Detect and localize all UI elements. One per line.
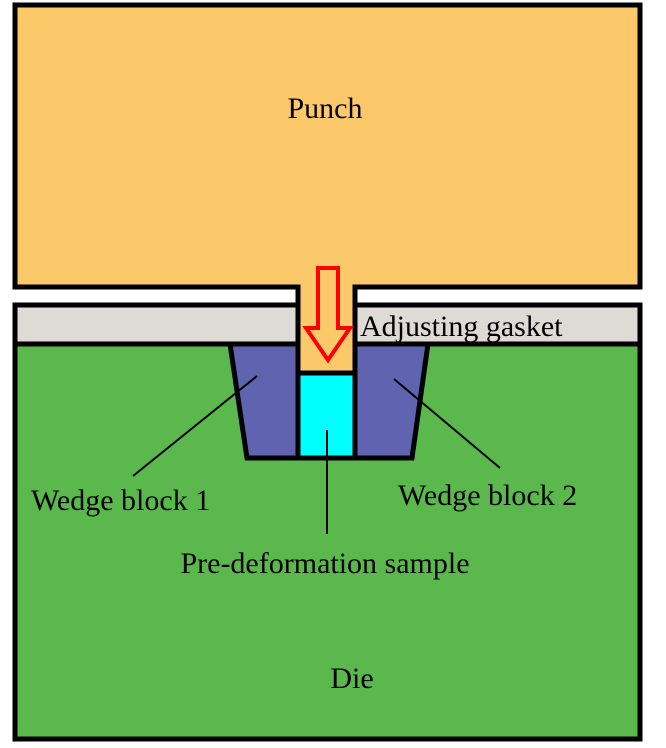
label-wedge-block-2: Wedge block 2	[398, 479, 577, 512]
down-arrow-icon	[302, 266, 354, 364]
leader-line-wedge-2	[393, 378, 501, 469]
label-adjusting-gasket: Adjusting gasket	[360, 310, 563, 343]
label-punch: Punch	[288, 92, 363, 125]
label-die: Die	[330, 662, 373, 695]
label-wedge-block-1: Wedge block 1	[31, 484, 210, 517]
gasket-right	[352, 302, 643, 347]
punch-body	[12, 2, 643, 376]
gasket-left	[12, 302, 301, 347]
leader-line-wedge-1	[132, 375, 258, 477]
label-pre-deformation-sample: Pre-deformation sample	[180, 547, 469, 580]
